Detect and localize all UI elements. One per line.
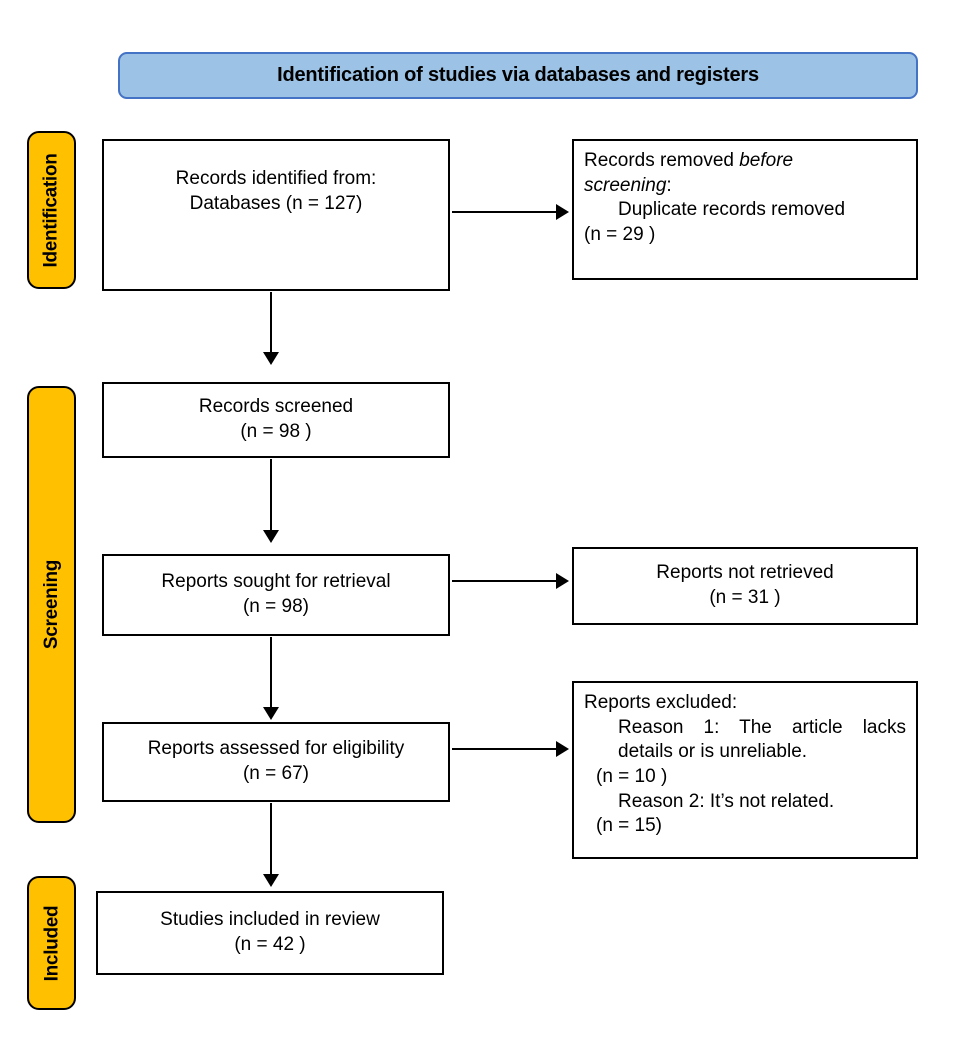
stage-label-screening-text: Screening — [41, 559, 63, 650]
studies-included-line-2: (n = 42 ) — [234, 934, 306, 955]
reports-excluded-line-5: Reason 2: It’s not related. — [618, 790, 835, 812]
records-removed-line-4: (n = 29 ) — [584, 224, 656, 246]
box-reports-not-retrieved: Reports not retrieved (n = 31 ) — [572, 547, 918, 625]
stage-label-screening: Screening — [27, 386, 76, 823]
records-removed-line-2-b: : — [666, 174, 672, 196]
box-records-removed-before-screening: Records removed before screening: Duplic… — [572, 139, 918, 280]
reports-assessed-line-2: (n = 67) — [242, 763, 309, 784]
stage-label-identification-text: Identification — [41, 152, 62, 268]
arrow-identified-to-removed-line — [452, 211, 557, 213]
arrow-sought-to-assessed-line — [270, 637, 272, 709]
reports-not-retrieved-line-1: Reports not retrieved — [656, 562, 834, 584]
records-screened-line-2: (n = 98 ) — [240, 421, 312, 442]
records-removed-line-1-a: Records removed — [584, 150, 740, 171]
reports-sought-line-2: (n = 98) — [242, 596, 309, 617]
studies-included-line-1: Studies included in review — [160, 909, 380, 931]
reports-excluded-line-6: (n = 15) — [596, 815, 663, 837]
box-reports-excluded: Reports excluded: Reason 1: The article … — [572, 681, 918, 859]
arrow-identified-to-screened-line — [270, 292, 272, 354]
box-reports-assessed-for-eligibility: Reports assessed for eligibility (n = 67… — [102, 722, 450, 802]
records-identified-line-1: Records identified from: — [175, 168, 377, 189]
reports-excluded-line-2: Reason 1: The article lacks — [618, 716, 906, 738]
arrow-identified-to-removed-head — [556, 204, 569, 220]
reports-not-retrieved-line-2: (n = 31 ) — [709, 587, 781, 608]
spacer — [114, 149, 438, 167]
records-removed-line-3: Duplicate records removed — [618, 199, 846, 221]
records-removed-line-2: screening: — [584, 174, 906, 199]
records-identified-line-2: Databases (n = 127) — [189, 192, 363, 214]
arrow-sought-to-not-retrieved-line — [452, 580, 557, 582]
box-reports-sought-for-retrieval: Reports sought for retrieval (n = 98) — [102, 554, 450, 636]
stage-label-included-text: Included — [41, 905, 62, 981]
arrow-screened-to-sought-line — [270, 459, 272, 532]
arrow-assessed-to-included-line — [270, 803, 272, 876]
arrow-assessed-to-excluded-head — [556, 741, 569, 757]
arrow-assessed-to-included-head — [263, 874, 279, 887]
arrow-screened-to-sought-head — [263, 530, 279, 543]
reports-excluded-line-3: details or is unreliable. — [618, 741, 808, 763]
arrow-assessed-to-excluded-line — [452, 748, 557, 750]
box-records-screened: Records screened (n = 98 ) — [102, 382, 450, 458]
reports-excluded-line-1: Reports excluded: — [584, 692, 738, 713]
box-studies-included-in-review: Studies included in review (n = 42 ) — [96, 891, 444, 975]
stage-label-included: Included — [27, 876, 76, 1010]
banner-identification-via-databases: Identification of studies via databases … — [118, 52, 918, 99]
records-removed-line-1: Records removed before — [584, 149, 906, 174]
arrow-identified-to-screened-head — [263, 352, 279, 365]
records-removed-line-1-b: before — [739, 150, 794, 171]
arrow-sought-to-not-retrieved-head — [556, 573, 569, 589]
records-removed-line-2-a: screening — [584, 174, 667, 196]
box-records-identified: Records identified from: Databases (n = … — [102, 139, 450, 291]
records-screened-line-1: Records screened — [198, 396, 354, 418]
arrow-sought-to-assessed-head — [263, 707, 279, 720]
banner-title: Identification of studies via databases … — [277, 64, 759, 86]
stage-label-identification: Identification — [27, 131, 76, 289]
reports-sought-line-1: Reports sought for retrieval — [161, 571, 391, 593]
reports-excluded-line-4: (n = 10 ) — [596, 766, 668, 788]
reports-assessed-line-1: Reports assessed for eligibility — [147, 738, 405, 760]
